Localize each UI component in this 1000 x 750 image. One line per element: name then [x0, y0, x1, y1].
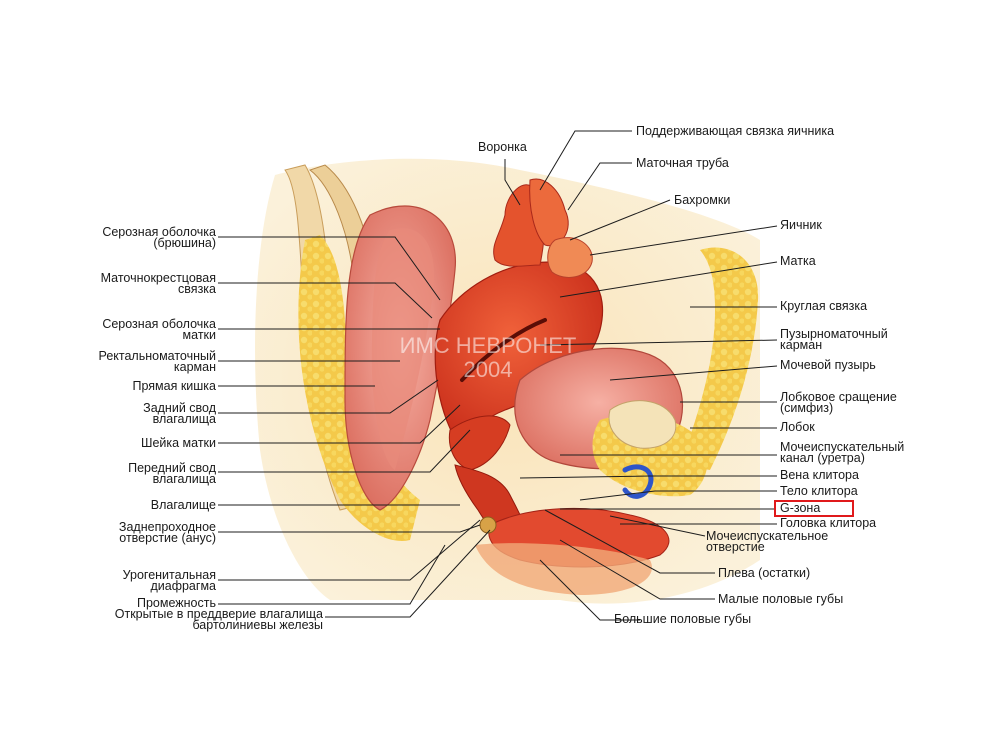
label-anterior-fornix: Передний свод влагалища: [128, 461, 216, 486]
watermark: ИМС НЕВРОНЕТ 2004: [388, 334, 588, 382]
watermark-line2: 2004: [463, 357, 513, 382]
clitoris-vein: [622, 464, 654, 499]
label-uterus: Матка: [780, 254, 816, 268]
uterine-cavity: [460, 318, 547, 382]
label-labia-minora: Малые половые губы: [718, 592, 844, 606]
label-hymen: Плева (остатки): [718, 566, 811, 580]
label-perineum: Промежность: [137, 596, 216, 610]
label-clitoris-body: Тело клитора: [780, 484, 858, 498]
watermark-line1: ИМС НЕВРОНЕТ: [399, 333, 577, 358]
g-zone-highlight-box: [774, 500, 854, 517]
label-anus: Заднепроходное отверстие (анус): [118, 520, 216, 545]
label-pubis: Лобок: [780, 420, 815, 434]
label-serous-peritoneum: Серозная оболочка (брюшина): [102, 225, 216, 250]
anterior-fat: [680, 247, 759, 470]
label-infundibulum: Воронка: [478, 140, 527, 154]
label-symphysis: Лобковое сращение (симфиз): [780, 390, 897, 415]
label-clitoris-glans: Головка клитора: [780, 516, 877, 530]
label-urethra: Мочеиспускательный канал (уретра): [780, 440, 905, 465]
label-posterior-fornix: Задний свод влагалища: [143, 401, 216, 426]
label-ovary: Яичник: [780, 218, 822, 232]
label-fallopian-tube: Маточная труба: [636, 156, 729, 170]
cervix-shape: [448, 415, 511, 471]
label-serous-uterus: Серозная оболочка матки: [102, 317, 216, 342]
label-urethral-opening: Мочеиспускательное отверстие: [706, 529, 829, 554]
symphysis-shape: [608, 400, 677, 449]
label-urogenital-diaphragm: Урогенитальная диафрагма: [122, 568, 216, 593]
label-vesicouterine-pouch: Пузырноматочный карман: [780, 327, 888, 352]
rectum-inner: [371, 228, 435, 470]
posterior-fat: [298, 235, 420, 541]
label-labia-majora: Большие половые губы: [614, 612, 752, 626]
labia-majora: [475, 543, 652, 595]
label-bartholin-glands: Открытые в преддверие влагалища бартолин…: [114, 607, 323, 632]
label-g-zone: G-зона: [780, 501, 821, 515]
label-cervix: Шейка матки: [140, 436, 216, 450]
label-uterosacral-ligament: Маточнокрестцовая связка: [100, 271, 216, 296]
label-vagina: Влагалище: [150, 498, 216, 512]
label-clitoris-vein: Вена клитора: [780, 468, 859, 482]
label-fimbriae: Бахромки: [674, 193, 731, 207]
label-suspensory-ligament: Поддерживающая связка яичника: [636, 124, 835, 138]
label-rectum: Прямая кишка: [132, 379, 216, 393]
label-rectouterine-pouch: Ректальноматочный карман: [98, 349, 216, 374]
label-round-ligament: Круглая связка: [780, 299, 868, 313]
label-bladder: Мочевой пузырь: [780, 358, 876, 372]
ovary-shape: [547, 237, 593, 278]
